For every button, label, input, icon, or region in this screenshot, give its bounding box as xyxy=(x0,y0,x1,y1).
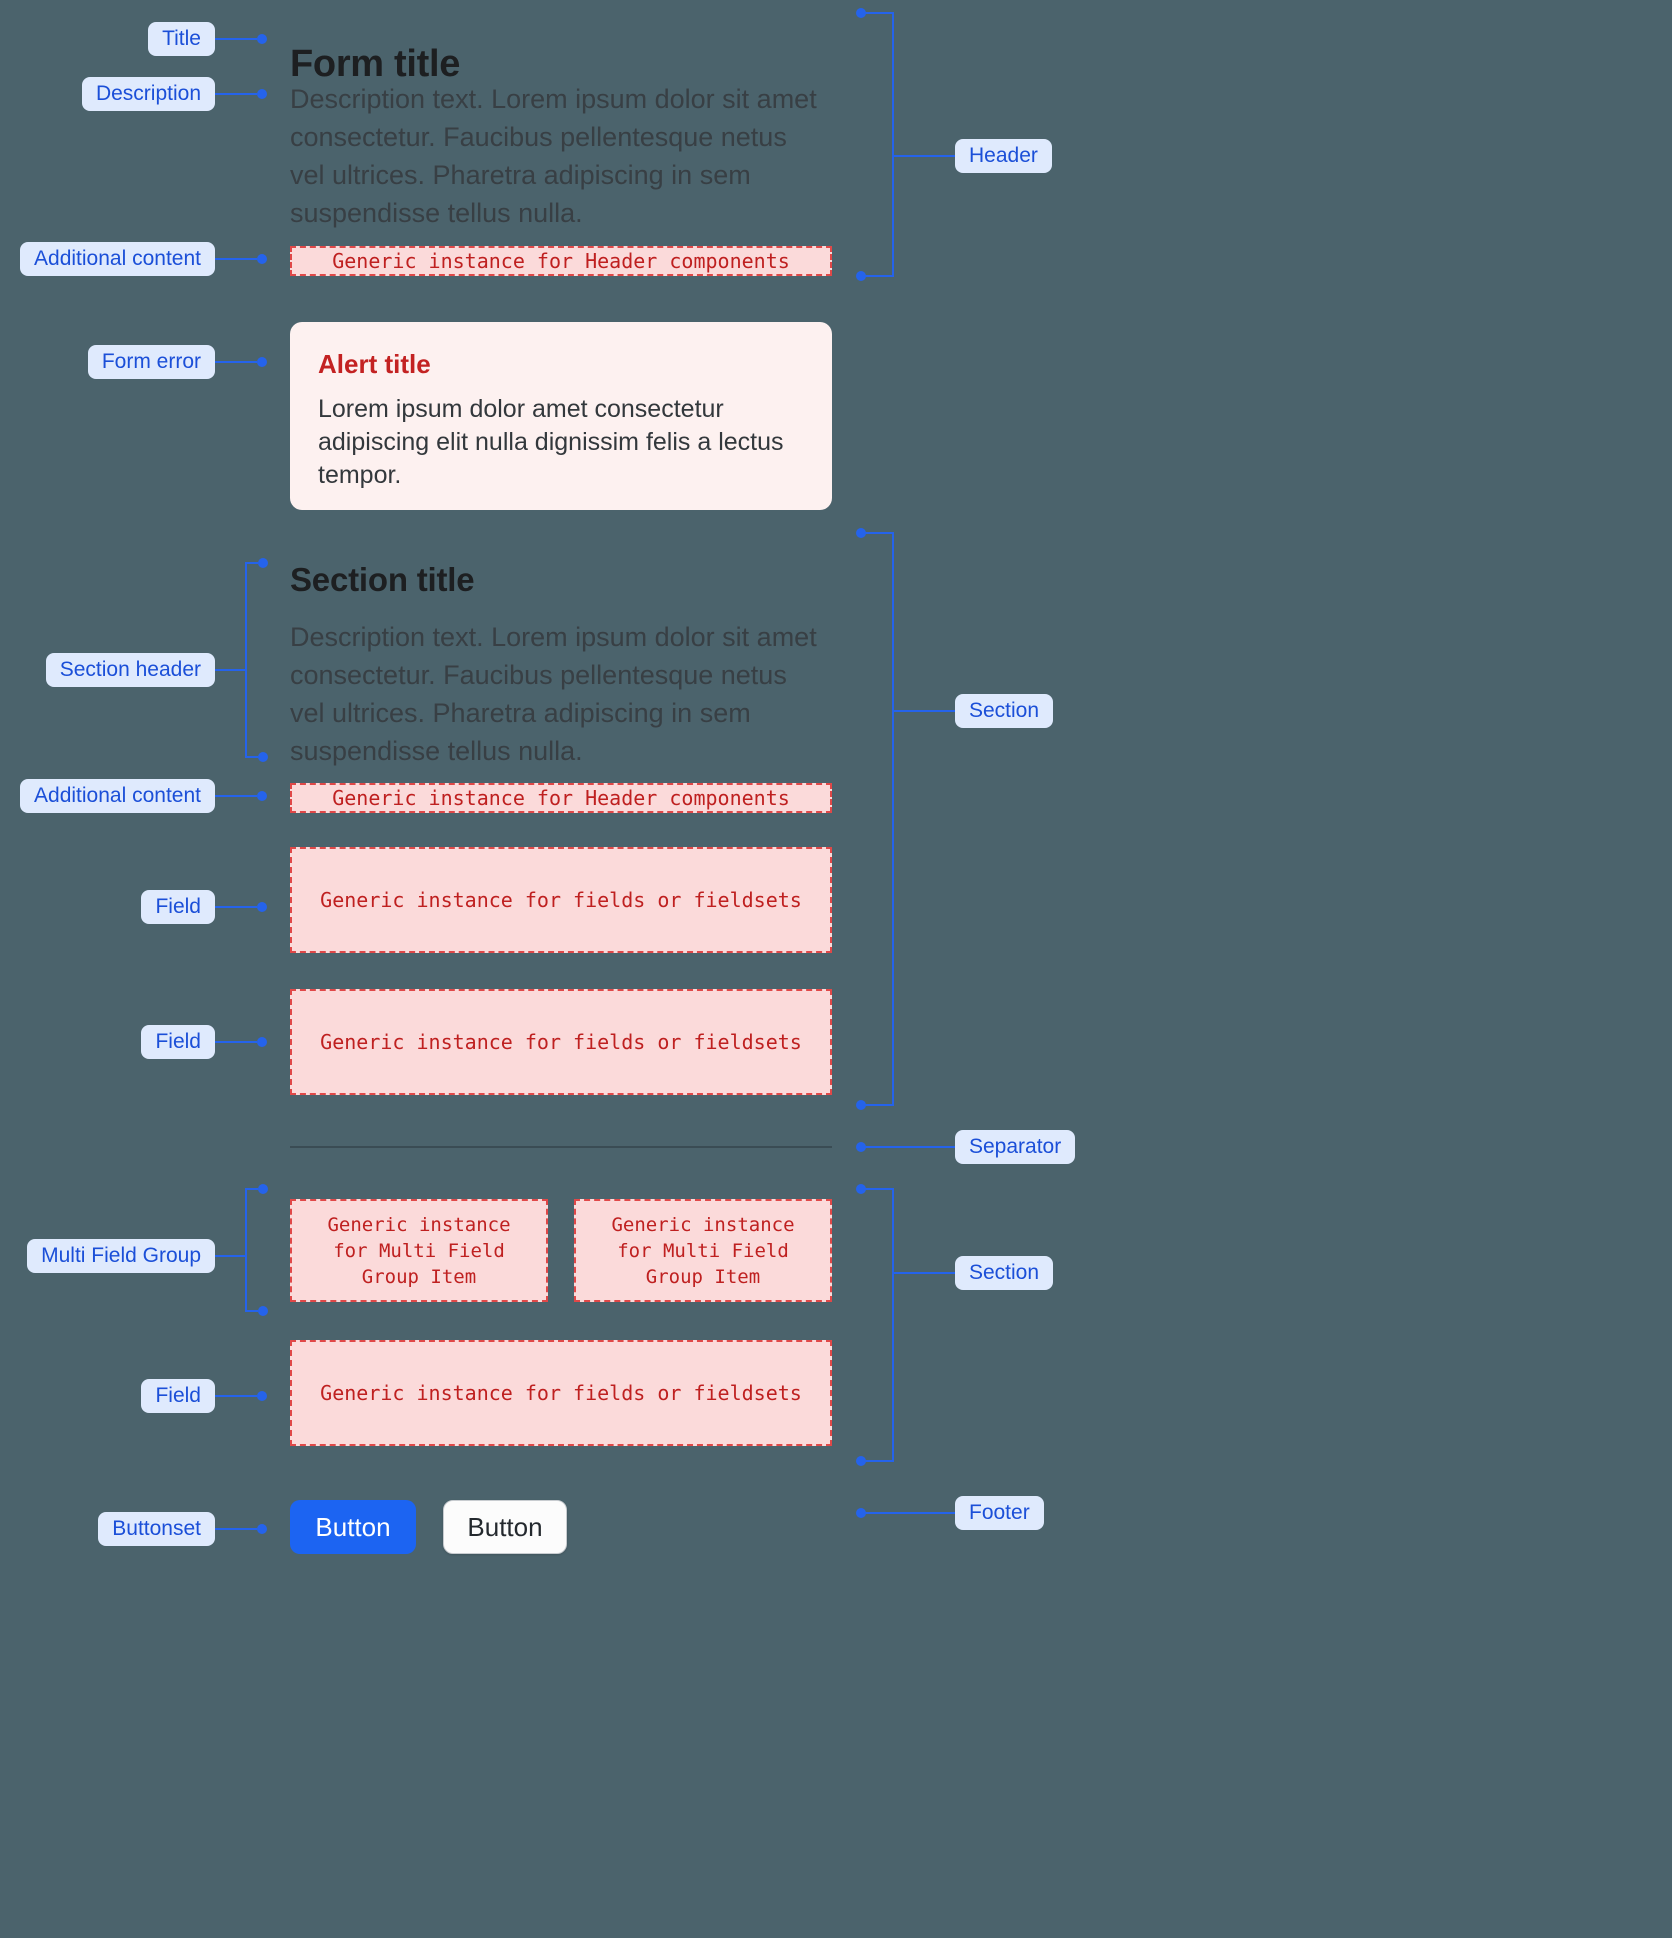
connector-dot xyxy=(257,1037,267,1047)
primary-button[interactable]: Button xyxy=(290,1500,416,1554)
annotation-section-1: Section xyxy=(955,694,1054,728)
connector-line xyxy=(861,532,893,534)
connector-dot xyxy=(257,791,267,801)
connector-dot xyxy=(257,254,267,264)
connector-dot xyxy=(856,528,866,538)
annotation-field-3: Field xyxy=(141,1379,215,1413)
annotation-additional-content-2: Additional content xyxy=(20,779,215,813)
annotation-footer: Footer xyxy=(955,1496,1044,1530)
connector-dot xyxy=(856,271,866,281)
connector-bracket xyxy=(892,1188,894,1462)
connector-line xyxy=(215,38,257,40)
connector-bracket xyxy=(892,12,894,277)
connector-dot xyxy=(258,752,268,762)
connector-line xyxy=(246,1310,258,1312)
multi-field-group-item-1: Generic instance for Multi Field Group I… xyxy=(290,1199,548,1302)
connector-dot xyxy=(258,1306,268,1316)
annotation-section-header: Section header xyxy=(45,653,215,687)
field-placeholder-1: Generic instance for fields or fieldsets xyxy=(290,847,832,953)
annotation-field-2: Field xyxy=(141,1025,215,1059)
field-placeholder-3: Generic instance for fields or fieldsets xyxy=(290,1340,832,1446)
connector-dot xyxy=(856,8,866,18)
connector-line xyxy=(893,1272,955,1274)
connector-dot xyxy=(257,34,267,44)
connector-dot xyxy=(257,89,267,99)
connector-dot xyxy=(257,1524,267,1534)
connector-dot xyxy=(856,1508,866,1518)
annotation-description: Description xyxy=(81,77,215,111)
section-separator xyxy=(290,1146,832,1148)
connector-dot xyxy=(856,1456,866,1466)
multi-field-group-item-2: Generic instance for Multi Field Group I… xyxy=(574,1199,832,1302)
connector-line xyxy=(861,1188,893,1190)
form-error-alert: Alert title Lorem ipsum dolor amet conse… xyxy=(290,322,832,510)
connector-line xyxy=(215,795,257,797)
header-additional-content-placeholder: Generic instance for Header components xyxy=(290,246,832,276)
connector-line xyxy=(215,1041,257,1043)
connector-bracket xyxy=(245,562,247,758)
connector-line xyxy=(861,12,893,14)
secondary-button[interactable]: Button xyxy=(443,1500,567,1554)
connector-line xyxy=(893,155,955,157)
section-title: Section title xyxy=(290,561,475,598)
annotation-multi-field-group: Multi Field Group xyxy=(27,1239,215,1273)
connector-line xyxy=(861,1512,955,1514)
connector-dot xyxy=(257,357,267,367)
annotation-field-1: Field xyxy=(141,890,215,924)
connector-line xyxy=(215,669,246,671)
connector-dot xyxy=(258,1184,268,1194)
alert-body: Lorem ipsum dolor amet consectetur adipi… xyxy=(318,395,784,489)
connector-line xyxy=(893,710,955,712)
connector-line xyxy=(215,93,257,95)
connector-line xyxy=(215,361,257,363)
form-description: Description text. Lorem ipsum dolor sit … xyxy=(290,84,817,228)
connector-line xyxy=(246,562,258,564)
connector-line xyxy=(861,275,893,277)
annotation-title: Title xyxy=(148,22,215,56)
connector-line xyxy=(246,756,258,758)
connector-dot xyxy=(257,1391,267,1401)
connector-dot xyxy=(258,558,268,568)
annotation-additional-content-1: Additional content xyxy=(20,242,215,276)
connector-dot xyxy=(257,902,267,912)
connector-dot xyxy=(856,1100,866,1110)
connector-line xyxy=(215,1395,257,1397)
section-additional-content-placeholder: Generic instance for Header components xyxy=(290,783,832,813)
connector-line xyxy=(861,1104,893,1106)
connector-line xyxy=(215,1528,257,1530)
section-description: Description text. Lorem ipsum dolor sit … xyxy=(290,622,817,766)
connector-line xyxy=(215,258,257,260)
connector-dot xyxy=(856,1142,866,1152)
alert-title: Alert title xyxy=(318,349,431,379)
connector-bracket xyxy=(245,1188,247,1312)
annotation-header: Header xyxy=(955,139,1052,173)
field-placeholder-2: Generic instance for fields or fieldsets xyxy=(290,989,832,1095)
connector-line xyxy=(861,1146,955,1148)
connector-line xyxy=(246,1188,258,1190)
connector-line xyxy=(215,906,257,908)
connector-bracket xyxy=(892,532,894,1106)
annotation-separator: Separator xyxy=(955,1130,1076,1164)
annotation-buttonset: Buttonset xyxy=(98,1512,215,1546)
connector-line xyxy=(861,1460,893,1462)
form-title: Form title xyxy=(290,43,461,86)
connector-dot xyxy=(856,1184,866,1194)
annotation-section-2: Section xyxy=(955,1256,1054,1290)
annotation-form-error: Form error xyxy=(87,345,215,379)
connector-line xyxy=(215,1255,246,1257)
